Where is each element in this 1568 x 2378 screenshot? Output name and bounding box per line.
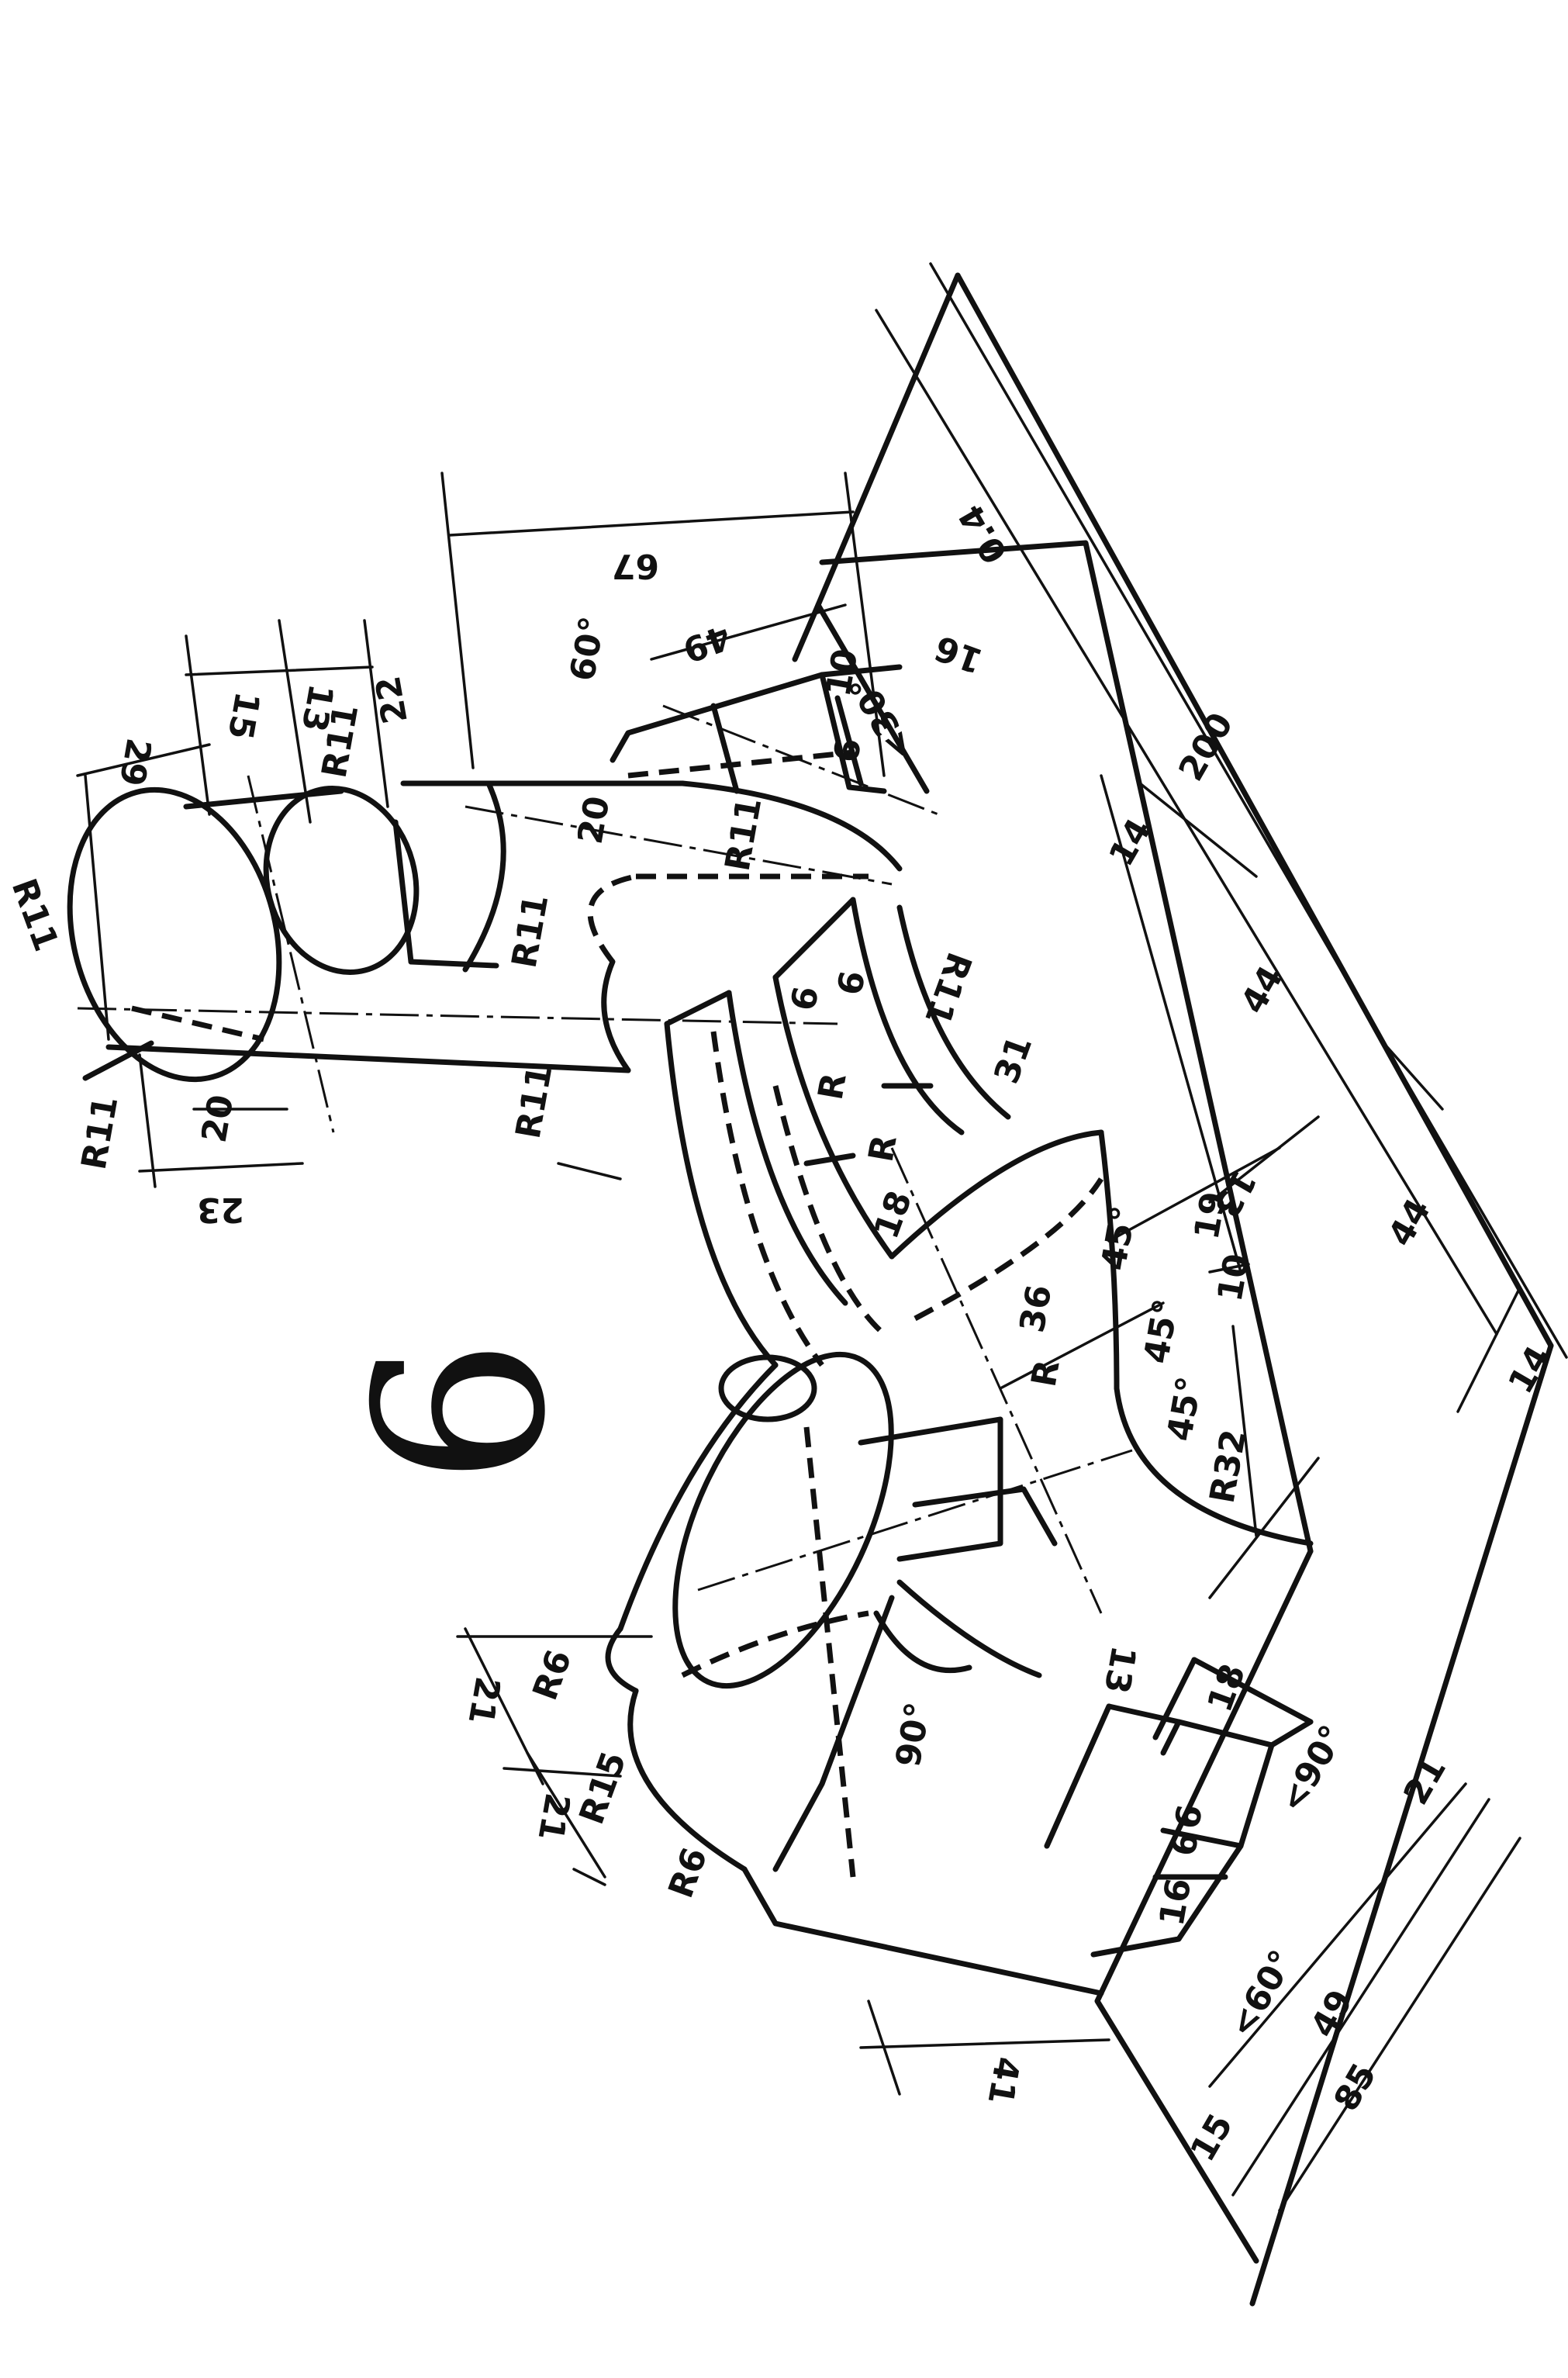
- dim-13-top: 13: [294, 681, 341, 734]
- dim-21-left-a: 21: [461, 1674, 508, 1727]
- angle-90-right: <90°: [1272, 1719, 1352, 1820]
- radius-r32: R32: [1203, 1426, 1255, 1506]
- radius-r11-e: R11: [917, 947, 979, 1030]
- radius-r11-d: R11: [505, 891, 557, 971]
- dim-44-b: 44: [1380, 1192, 1438, 1253]
- radius-r11-c: R11: [718, 794, 770, 874]
- curved-arm: [664, 897, 1011, 1368]
- angle-45-a: 45°: [1094, 1203, 1145, 1274]
- dim-10-top: 10: [819, 646, 866, 700]
- lower-housing: [605, 1129, 1314, 1878]
- dim-200: 200: [1171, 706, 1241, 787]
- page-number: 9: [317, 1338, 588, 1486]
- dimension-labels: 67 49 60° 16 0.4 <30° 200 14 44 44 14 20…: [4, 498, 1559, 2169]
- angle-45-c: 45°: [1160, 1374, 1211, 1444]
- dim-6-d: 6: [1164, 1829, 1207, 1859]
- dim-36: 36: [1013, 1282, 1060, 1336]
- dimension-lines: [76, 262, 1568, 2212]
- dim-21-left-b: 21: [530, 1790, 578, 1844]
- angle-60-bottom: <60°: [1221, 1944, 1302, 2044]
- dim-85: 85: [1326, 2057, 1384, 2118]
- dim-49-top: 49: [678, 617, 736, 670]
- dim-22: 22: [368, 673, 416, 727]
- radius-r-b: R: [862, 1132, 905, 1165]
- dim-20-top: 20: [571, 793, 618, 847]
- radius-r-c: R: [1024, 1357, 1068, 1390]
- radius-r6-a: R6: [525, 1645, 579, 1706]
- radius-r11-g: R11: [74, 1093, 126, 1173]
- radius-r15: R15: [572, 1747, 634, 1830]
- dim-21-right: 21: [1396, 1751, 1454, 1812]
- upper-boss: [67, 775, 903, 1133]
- ribbed-box: [1044, 1657, 1314, 1958]
- radius-r-a: R: [811, 1070, 855, 1103]
- dim-10-right: 10: [1211, 1251, 1258, 1305]
- radius-r11-f: R11: [509, 1062, 561, 1142]
- dim-6-b: 6: [784, 983, 827, 1014]
- upper-block: [610, 664, 939, 816]
- dim-60-top: 60°: [563, 614, 613, 684]
- radius-r11-a: R11: [4, 873, 66, 956]
- dim-44-a: 44: [1233, 959, 1291, 1021]
- dim-14-top: 14: [1101, 812, 1159, 873]
- dim-16-bottom: 16: [1152, 1875, 1200, 1929]
- radius-r6-b: R6: [661, 1843, 715, 1903]
- dim-67: 67: [612, 546, 659, 586]
- dim-0-4: 0.4: [951, 498, 1015, 570]
- dim-23: 23: [197, 1190, 244, 1229]
- dim-20-bottom: 20: [195, 1092, 242, 1146]
- base-plate: [741, 272, 1554, 2307]
- dim-29: 29: [112, 735, 159, 789]
- dim-41: 41: [980, 2054, 1027, 2107]
- dim-13-bottom: 13: [1097, 1643, 1144, 1696]
- dim-6-e: 6: [1168, 1802, 1211, 1832]
- dim-31: 31: [986, 1031, 1040, 1089]
- dim-6-a: 6: [827, 735, 870, 766]
- dim-19: 19: [1187, 1189, 1235, 1243]
- angle-45-b: 45°: [1137, 1296, 1187, 1367]
- angle-90-left: 90°: [889, 1699, 939, 1770]
- dim-16-top: 16: [930, 627, 988, 681]
- dim-15-top: 15: [220, 689, 268, 742]
- dim-49-bottom: 49: [1303, 1983, 1361, 2044]
